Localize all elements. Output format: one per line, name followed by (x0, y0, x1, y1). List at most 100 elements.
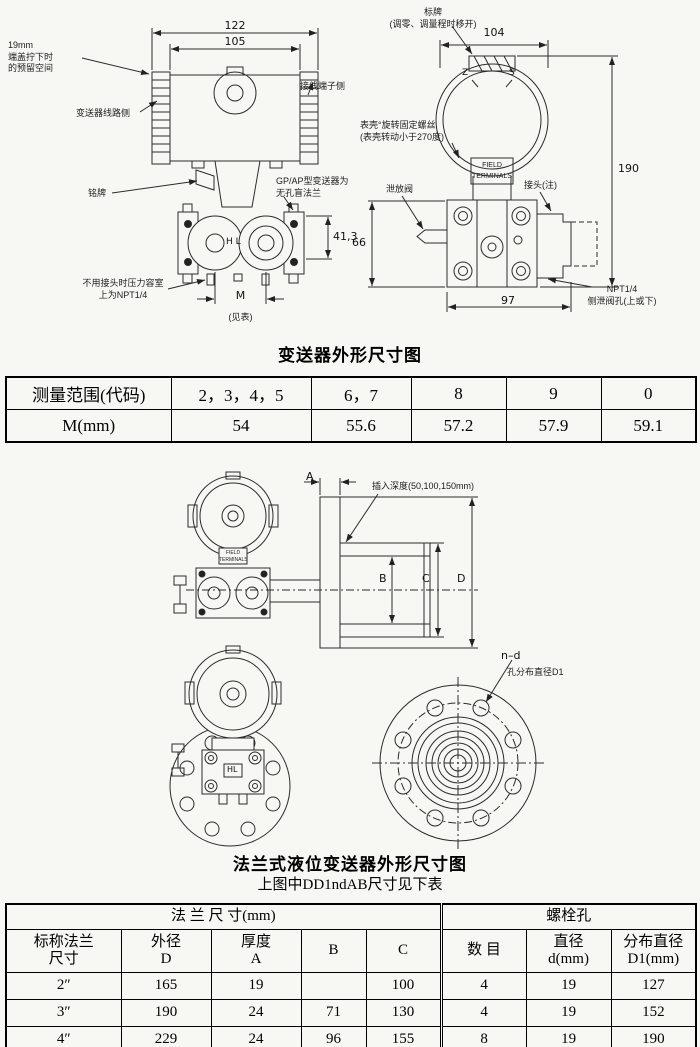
label-nameplate: 铭牌 (88, 188, 107, 198)
table-column-header-row: 标称法兰 尺寸 外径 D 厚度 A B C 数 目 直径 d(mm) 分布直径 … (5, 929, 697, 973)
table-cell: 19 (525, 999, 612, 1027)
label-span-s: S (509, 68, 515, 78)
side-view-transmitter-drawing (81, 28, 332, 304)
table-cell: 19 (525, 1026, 612, 1047)
table-row: 3″ 190 24 71 130 4 19 152 (5, 999, 697, 1027)
table-cell: 2″ (5, 972, 122, 1000)
table-row: 2″ 165 19 100 4 19 127 (5, 972, 697, 1000)
table-cell: 130 (365, 999, 442, 1027)
col-header: 外径 D (120, 929, 212, 973)
table-cell: 57.2 (410, 409, 507, 443)
col-header: 厚度 A (210, 929, 302, 973)
caption-flange-outline: 法兰式液位变送器外形尺寸图 (233, 855, 467, 874)
front-view-transmitter-drawing (368, 25, 618, 312)
label-blind-flange: GP/AP型变送器为 无孔盲法兰 (276, 176, 349, 198)
group-header-flange-size: 法 兰 尺 寸(mm) (5, 903, 442, 930)
flange-outer-circle (379, 684, 537, 842)
label-n-d: n–d (501, 649, 521, 662)
table-cell: 8 (439, 1026, 527, 1047)
table-cell: 24 (210, 999, 302, 1027)
table-cell: 19 (210, 972, 302, 1000)
table-row: 4″ 229 24 96 155 8 19 190 (5, 1026, 697, 1047)
vent-valve-shape (416, 229, 447, 244)
table-cell: 54 (170, 409, 312, 443)
sensor-body (195, 567, 271, 619)
flange-face-view-drawing (372, 659, 544, 849)
col-header: 分布直径 D1(mm) (610, 929, 697, 973)
dim-190: 190 (618, 162, 639, 175)
left-end-cap (151, 71, 171, 165)
table-group-header-row: 法 兰 尺 寸(mm) 螺栓孔 (5, 903, 697, 930)
caption-transmitter-outline: 变送器外形尺寸图 (278, 346, 422, 365)
flange-type-side-view-drawing (173, 471, 478, 649)
table-cell: 190 (120, 999, 212, 1027)
dim-c: C (422, 572, 430, 585)
dim-105: 105 (224, 35, 246, 48)
label-drain-valve: 泄放阀 (386, 184, 414, 194)
label-npt-left: 不用接头时压力容室 上为NPT1/4 (82, 278, 164, 300)
table-cell: 19 (525, 972, 612, 1000)
field-terminals-box (470, 157, 514, 185)
table-cell: 71 (300, 999, 367, 1027)
label-terminal-side: 接线端子侧 (300, 81, 346, 91)
table-cell: 96 (300, 1026, 367, 1047)
label-hole-circle-d1: 孔分布直径D1 (507, 667, 564, 677)
group-header-bolt-holes: 螺栓孔 (439, 903, 697, 930)
table-cell: 100 (365, 972, 442, 1000)
col-header: 标称法兰 尺寸 (5, 929, 122, 973)
table-cell: 4″ (5, 1026, 122, 1047)
flange-type-front-view-drawing (169, 645, 291, 847)
label-circuit-side: 变送器线路侧 (76, 108, 131, 118)
label-nameplate-note: 标牌 (调零、调量程时移开) (389, 7, 477, 29)
dim-m: M (235, 289, 246, 302)
table-row: M(mm) 54 55.6 57.2 57.9 59.1 (5, 409, 697, 443)
table-cell (300, 972, 367, 1000)
table-cell: 9 (505, 376, 602, 410)
label-zero-z: Z (462, 68, 469, 78)
sensor-body-front (201, 749, 265, 795)
table-cell: 55.6 (310, 409, 412, 443)
col-header: 直径 d(mm) (525, 929, 612, 973)
table-cell: 测量范围(代码) (5, 376, 172, 410)
table-cell: 2，3，4，5 (170, 376, 312, 410)
adapter-shape (537, 213, 572, 279)
dim-97: 97 (501, 294, 515, 307)
label-connector: 接头(注) (524, 180, 557, 190)
electronics-housing (435, 63, 549, 177)
label-hl-front: HL (227, 765, 238, 774)
dim-b: B (379, 572, 387, 585)
mounting-flange-plate (319, 496, 341, 649)
neck (214, 160, 261, 208)
flange-dimensions-table: 法 兰 尺 寸(mm) 螺栓孔 标称法兰 尺寸 外径 D 厚度 A B C 数 … (5, 903, 698, 1047)
dim-122: 122 (224, 19, 246, 32)
housing-front-view (188, 649, 278, 739)
caption-flange-table-note: 上图中DD1ndAB尺寸见下表 (257, 877, 443, 893)
dim-104: 104 (483, 26, 505, 39)
bolt-circle (397, 702, 519, 824)
label-see-table: (见表) (228, 312, 253, 322)
table-cell: 59.1 (600, 409, 697, 443)
col-header: C (365, 929, 442, 973)
dim-66: 66 (352, 236, 366, 249)
table-cell: 6，7 (310, 376, 412, 410)
housing-top-view (192, 475, 274, 557)
table-cell: 8 (410, 376, 507, 410)
label-case-rotation-screw: 表壳°旋转固定螺丝 (表壳转动小于270度) (360, 120, 445, 142)
nameplate-tag (195, 169, 215, 191)
label-hl: H L (226, 237, 241, 247)
label-end-cap-clearance: 19mm 端盖拧下时 的预留空间 (8, 40, 54, 74)
table-cell: M(mm) (5, 409, 172, 443)
low-pressure-port (238, 215, 294, 271)
table-cell: 57.9 (505, 409, 602, 443)
table-cell: 229 (120, 1026, 212, 1047)
table-cell: 165 (120, 972, 212, 1000)
table-row: 测量范围(代码) 2，3，4，5 6，7 8 9 0 (5, 376, 697, 410)
label-field-terminals: FIELD TERMINALS (471, 162, 513, 180)
table-cell: 155 (365, 1026, 442, 1047)
table-cell: 152 (610, 999, 697, 1027)
table-cell: 3″ (5, 999, 122, 1027)
label-npt-right: NPT1/4 侧泄阀孔(上或下) (587, 284, 657, 306)
dim-a: A (306, 470, 314, 483)
col-header: 数 目 (439, 929, 527, 973)
